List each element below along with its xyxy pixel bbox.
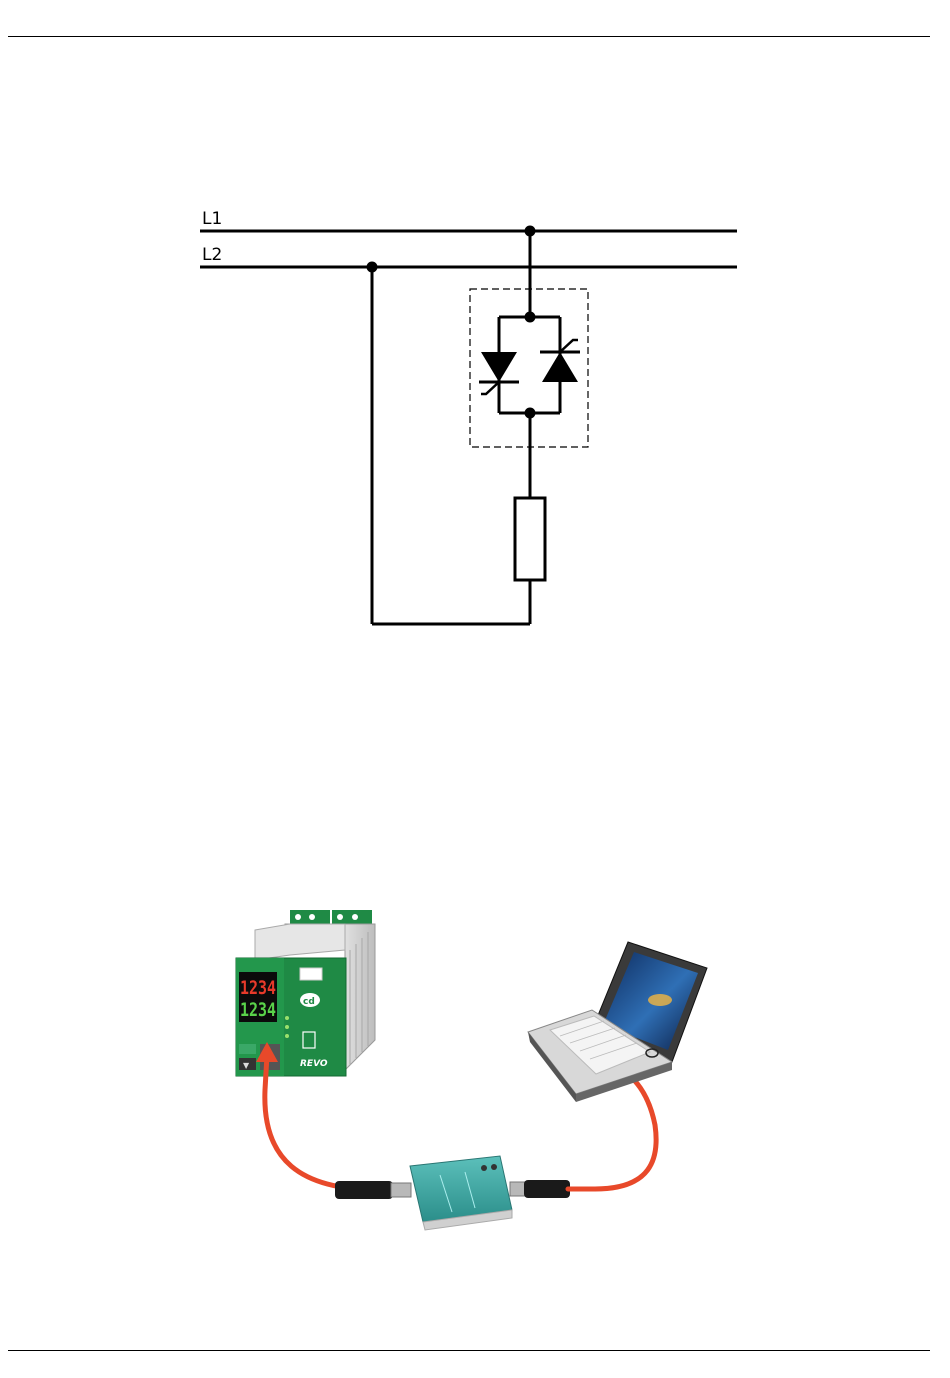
usb-adapter	[410, 1156, 512, 1230]
svg-text:cd: cd	[303, 997, 315, 1007]
controller-button	[239, 1044, 256, 1054]
laptop	[528, 942, 707, 1102]
display-top: 1234	[240, 977, 276, 999]
usb-plug-right	[510, 1180, 570, 1198]
brand-logo: REVO	[300, 1059, 328, 1069]
usb-plug-left	[335, 1181, 411, 1199]
power-controller: 1234 1234 ▼ cd REVO	[236, 910, 375, 1076]
display-bottom: 1234	[240, 999, 276, 1021]
svg-text:▼: ▼	[243, 1061, 250, 1070]
